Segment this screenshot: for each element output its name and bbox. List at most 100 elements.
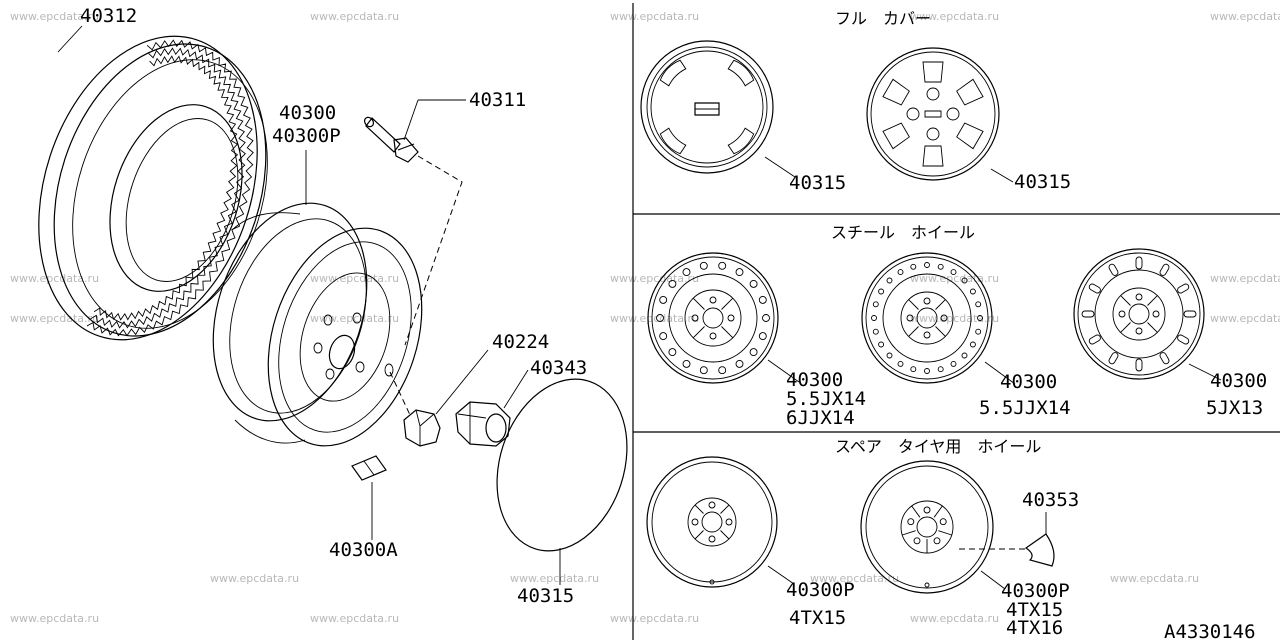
hub-rib [720, 530, 730, 540]
vent-hole [897, 269, 904, 276]
watermark-text: www.epcdata.ru [210, 572, 299, 585]
vent-slot [1108, 352, 1119, 365]
vent-hole [950, 360, 957, 367]
vent-slot [1135, 358, 1143, 372]
label-steel-c-part: 40300 [1210, 370, 1267, 392]
hub-rib [692, 297, 705, 310]
hub-rib [721, 326, 734, 339]
vent-hole [872, 328, 879, 335]
hub-rib [694, 504, 704, 514]
cover-slot [727, 59, 755, 87]
vent-hole [975, 328, 982, 335]
vent-slot [1088, 283, 1101, 294]
label-steel-b-size-1: 5.5JJX14 [979, 397, 1071, 419]
label-valve: 40311 [469, 89, 526, 111]
hub-rib [692, 326, 705, 339]
label-cover-b-part: 40315 [1014, 171, 1071, 193]
watermark-text: www.epcdata.ru [310, 272, 399, 285]
vent-hole [659, 295, 668, 304]
vent-hole [975, 301, 982, 308]
watermark-text: www.epcdata.ru [10, 272, 99, 285]
label-steel-a-size-2: 6JJX14 [786, 407, 855, 429]
cover-vent [882, 78, 910, 106]
vent-hole [961, 277, 968, 284]
hub-rib [721, 297, 734, 310]
watermark-text: www.epcdata.ru [10, 10, 99, 23]
full-cover-b [866, 47, 1014, 183]
hub-rib [938, 530, 952, 536]
watermark-text: www.epcdata.ru [910, 272, 999, 285]
vent-hole [758, 295, 767, 304]
vent-hole [682, 359, 691, 368]
label-balance-weight: 40300A [329, 539, 398, 561]
label-spare-b-size-1: 4TX15 [1006, 599, 1063, 621]
vent-hole [749, 279, 758, 288]
vent-hole [961, 352, 968, 359]
watermark-text: www.epcdata.ru [1110, 572, 1199, 585]
lug-hole [727, 314, 735, 322]
watermark-text: www.epcdata.ru [510, 572, 599, 585]
vent-hole [910, 366, 917, 373]
label-steel-a-size-1: 5.5JX14 [786, 388, 866, 410]
disc-cover-illustration [496, 378, 628, 552]
lug-hole [1152, 310, 1160, 318]
hub-rib [1120, 295, 1131, 306]
vent-slot [1183, 310, 1197, 318]
vent-slot [1177, 334, 1190, 345]
vent-hole [668, 348, 677, 357]
label-disc-cover: 40315 [517, 585, 574, 607]
vent-hole [718, 261, 727, 270]
section-title-full-cover: フル カバー [835, 9, 931, 28]
label-tire: 40312 [80, 5, 137, 27]
label-wheel-2: 40300P [272, 125, 341, 147]
hub-rib [908, 299, 919, 310]
vent-hole [699, 261, 708, 270]
tire-illustration [38, 35, 268, 341]
lug-hole [708, 535, 716, 543]
label-spare-a-part: 40300P [786, 579, 855, 601]
label-steel-c-size-1: 5JX13 [1206, 397, 1263, 419]
panel-frame [632, 3, 1280, 640]
section-title-steel-wheel: スチール ホイール [831, 223, 975, 242]
vent-hole [749, 348, 758, 357]
steel-wheel-a [647, 252, 800, 384]
label-cover-a-part: 40315 [789, 172, 846, 194]
full-cover-a [640, 40, 796, 178]
vent-hole [924, 368, 930, 374]
section-title-spare-wheel: スペア タイヤ用 ホイール [835, 437, 1041, 456]
lug-hole [1118, 310, 1126, 318]
vent-hole [878, 288, 885, 295]
lug-hole [939, 518, 947, 526]
watermark-text: www.epcdata.ru [310, 10, 399, 23]
watermark-text: www.epcdata.ru [310, 612, 399, 625]
watermark-text: www.epcdata.ru [310, 312, 399, 325]
steel-wheel-c [1073, 248, 1222, 381]
hub-rib [935, 299, 946, 310]
hub-rib [1147, 295, 1158, 306]
vent-hole [878, 341, 885, 348]
vent-hole [910, 263, 917, 270]
label-wheel-1: 40300 [279, 102, 336, 124]
watermark-text: www.epcdata.ru [610, 10, 699, 23]
vent-slot [1108, 263, 1119, 276]
vent-hole [872, 301, 879, 308]
cover-40353 [1024, 512, 1055, 567]
vent-slot [1135, 256, 1143, 270]
hub-rib [935, 326, 946, 337]
vent-hole [886, 277, 893, 284]
lug-hole [708, 501, 716, 509]
cover-slot [659, 59, 687, 87]
vent-hole [977, 315, 983, 321]
lug-hole [933, 537, 941, 545]
hub-rib [1120, 322, 1131, 333]
balance-weight-illustration [351, 455, 387, 481]
vent-hole [718, 366, 727, 375]
watermark-text: www.epcdata.ru [10, 612, 99, 625]
diagram-code: A4330146 [1164, 621, 1256, 640]
watermark-text: www.epcdata.ru [1210, 10, 1280, 23]
label-steel-b-part: 40300 [1000, 371, 1057, 393]
lug-hole [923, 506, 931, 514]
valve-illustration [363, 116, 463, 346]
